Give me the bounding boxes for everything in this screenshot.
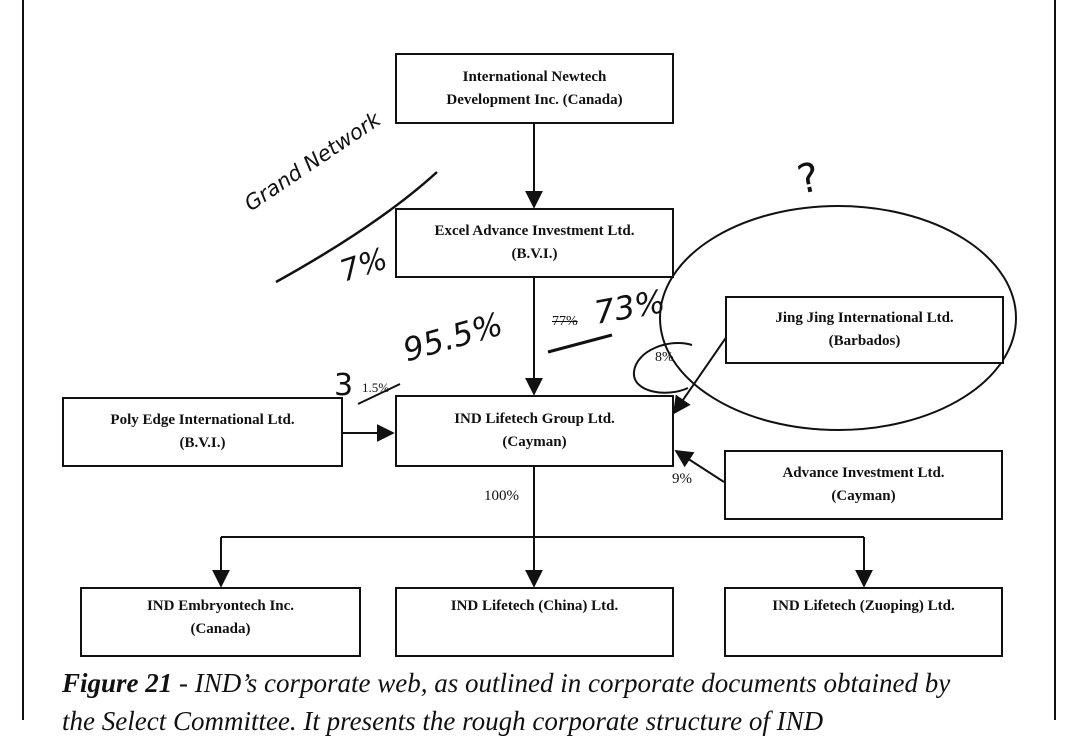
- strike-polyedge-share: [357, 383, 401, 405]
- box-embryontech-line1: IND Embryontech Inc.: [146, 598, 295, 614]
- box-lifetech-line2: (Cayman): [502, 434, 567, 450]
- box-excel-line1: Excel Advance Investment Ltd.: [434, 223, 635, 239]
- strike-excel-share: [547, 333, 613, 354]
- box-advance: Advance Investment Ltd. (Cayman): [724, 450, 1003, 520]
- figure-caption-line2: the Select Committee. It presents the ro…: [62, 706, 824, 736]
- connector-lines: [212, 124, 1017, 588]
- label-polyedge-1-5pct-struck: 1.5%: [362, 380, 390, 395]
- box-excel: Excel Advance Investment Ltd. (B.V.I.): [395, 208, 674, 278]
- box-polyedge: Poly Edge International Ltd. (B.V.I.): [62, 397, 343, 467]
- label-excel-77pct-struck: 77%: [552, 314, 578, 329]
- box-newtech-line2: Development Inc. (Canada): [446, 91, 623, 108]
- figure-caption: Figure 21 - IND’s corporate web, as outl…: [62, 668, 1042, 699]
- box-embryontech-line2: (Canada): [190, 621, 251, 637]
- underline-stroke: [275, 171, 438, 284]
- handwritten-3: 3: [334, 368, 354, 403]
- page-frame: [22, 0, 1056, 720]
- edge-advance-lifetech: [674, 450, 725, 483]
- box-advance-line1: Advance Investment Ltd.: [782, 465, 945, 481]
- box-newtech: International Newtech Development Inc. (…: [395, 53, 674, 124]
- small-circle-8pct: [632, 342, 693, 394]
- label-jingjing-8pct: 8%: [655, 350, 674, 365]
- box-zuoping: IND Lifetech (Zuoping) Ltd.: [724, 587, 1003, 657]
- figure-number: Figure 21: [62, 668, 173, 698]
- box-embryontech: IND Embryontech Inc. (Canada): [80, 587, 361, 657]
- box-polyedge-line2: (B.V.I.): [179, 435, 226, 451]
- box-jingjing: Jing Jing International Ltd. (Barbados): [725, 296, 1004, 364]
- label-subsidiaries-100pct: 100%: [484, 488, 519, 504]
- handwritten-circle: [659, 205, 1017, 431]
- box-jingjing-line1: Jing Jing International Ltd.: [775, 310, 954, 326]
- box-zuoping-line1: IND Lifetech (Zuoping) Ltd.: [772, 598, 955, 614]
- box-china-line1: IND Lifetech (China) Ltd.: [450, 598, 619, 614]
- box-lifetech: IND Lifetech Group Ltd. (Cayman): [395, 395, 674, 467]
- box-advance-line2: (Cayman): [831, 488, 896, 504]
- label-advance-9pct: 9%: [672, 471, 692, 487]
- box-excel-line2: (B.V.I.): [511, 246, 558, 262]
- box-china: IND Lifetech (China) Ltd.: [395, 587, 674, 657]
- figure-caption-text: - IND’s corporate web, as outlined in co…: [172, 668, 951, 698]
- box-newtech-line1: International Newtech: [462, 68, 607, 85]
- box-lifetech-line1: IND Lifetech Group Ltd.: [454, 411, 615, 427]
- box-jingjing-line2: (Barbados): [828, 333, 901, 349]
- box-polyedge-line1: Poly Edge International Ltd.: [110, 412, 295, 428]
